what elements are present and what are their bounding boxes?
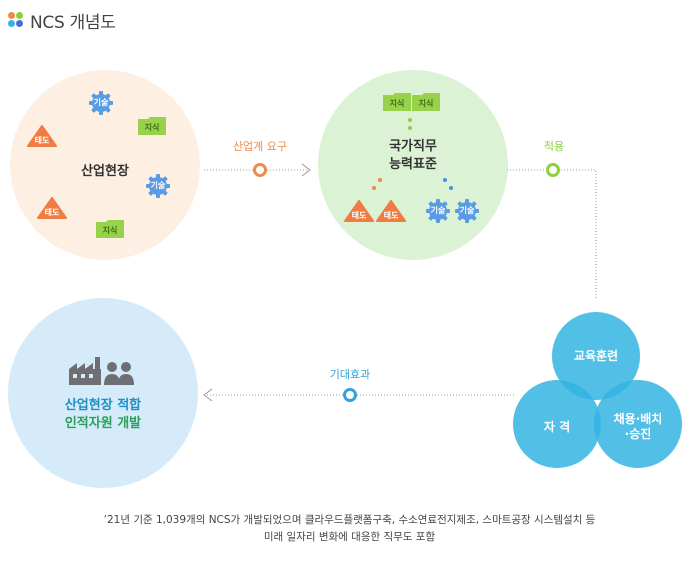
venn-employment-label: 채용·배치 ·승진 [613,412,663,441]
knowledge-folder-icon: 지식 [412,93,440,111]
skill-gear-label: 기술 [150,181,166,190]
attitude-triangle-icon: 태도 [37,197,67,219]
attitude-triangle-label: 태도 [383,211,399,220]
knowledge-folder-icon: 지식 [138,117,166,135]
factory-people-icon [67,355,137,387]
venn-qualification-label: 자 격 [543,420,571,434]
connector-dot [378,178,382,182]
footnote: ’21년 기준 1,039개의 NCS가 개발되었으며 클라우드플랫폼구축, 수… [0,512,699,546]
skill-gear-icon: 기술 [454,198,480,224]
connector-dot [449,186,453,190]
venn-training-label: 교육훈련 [573,349,619,363]
effect-ring-icon [343,388,357,402]
connector-dot [408,126,412,130]
effect-arrow [203,388,514,402]
knowledge-folder-icon: 지식 [383,93,411,111]
hr-development-circle [8,298,198,488]
apply-connector [507,169,597,300]
ncs-standard-label: 국가직무 능력표준 [389,139,437,172]
logo-dots-icon [8,12,24,28]
footnote-line1: ’21년 기준 1,039개의 NCS가 개발되었으며 클라우드플랫폼구축, 수… [103,514,596,526]
demand-label: 산업계 요구 [232,140,288,153]
skill-gear-icon: 기술 [425,198,451,224]
venn-qualification-circle [513,380,601,468]
knowledge-folder-label: 지식 [418,99,434,108]
skill-gear-icon: 기술 [145,173,171,199]
demand-arrow [204,163,311,177]
knowledge-folder-icon: 지식 [96,220,124,238]
attitude-triangle-icon: 태도 [344,200,374,222]
attitude-triangle-icon: 태도 [376,200,406,222]
page-header: NCS 개념도 [8,9,116,33]
industry-field-label: 산업현장 [81,164,129,179]
apply-ring-icon [546,163,560,177]
effect-label: 기대효과 [329,368,371,381]
page-title: NCS 개념도 [30,12,116,33]
footnote-line2: 미래 일자리 변화에 대응한 직무도 포함 [263,531,436,543]
skill-gear-label: 기술 [93,98,109,107]
attitude-triangle-icon: 태도 [27,125,57,147]
skill-gear-label: 기술 [459,206,475,215]
attitude-triangle-label: 태도 [34,136,50,145]
venn-employment-circle [594,380,682,468]
knowledge-folder-label: 지식 [102,226,118,235]
knowledge-folder-label: 지식 [389,99,405,108]
skill-gear-label: 기술 [430,206,446,215]
hr-development-line1: 산업현장 적합 [64,398,142,413]
attitude-triangle-label: 태도 [351,211,367,220]
demand-ring-icon [253,163,267,177]
attitude-triangle-label: 태도 [44,208,60,217]
connector-dot [443,178,447,182]
skill-gear-icon: 기술 [88,90,114,116]
connector-dot [408,118,412,122]
apply-label: 적용 [543,140,565,153]
hr-development-line2: 인적자원 개발 [64,416,142,431]
knowledge-folder-label: 지식 [144,123,160,132]
connector-dot [372,186,376,190]
